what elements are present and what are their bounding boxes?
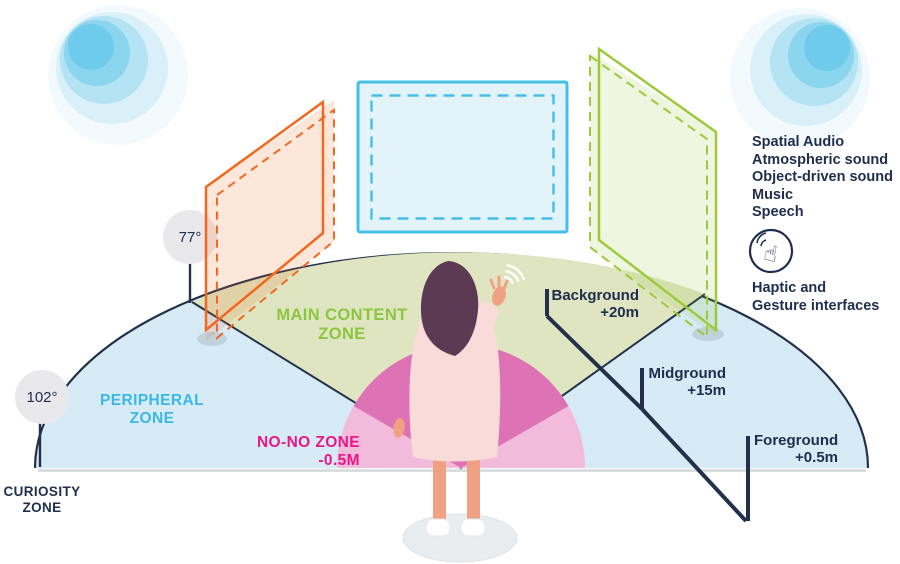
sound-ripple-icon-left bbox=[48, 5, 188, 145]
angle-badge-77: 77° bbox=[163, 210, 217, 303]
person-hair bbox=[420, 261, 479, 356]
vertical-fov-value: 77° bbox=[179, 229, 202, 246]
horizontal-fov-value: 102° bbox=[26, 389, 57, 406]
audio-item: Music bbox=[752, 186, 794, 203]
label-peripheral-zone: PERIPHERAL ZONE bbox=[100, 392, 204, 428]
audio-item: Speech bbox=[752, 204, 804, 220]
label-no-no-zone: NO-NO ZONE -0.5M bbox=[256, 434, 360, 470]
label-main-content-zone: MAIN CONTENT ZONE bbox=[276, 306, 408, 344]
person-figure bbox=[393, 261, 525, 563]
sound-ripple-icon-right bbox=[730, 8, 870, 148]
angle-badge-102: 102° bbox=[15, 370, 69, 467]
label-background-depth: Background +20m bbox=[551, 287, 639, 321]
label-foreground-depth: Foreground +0.5m bbox=[754, 432, 839, 466]
label-curiosity-zone: CURIOSITY ZONE bbox=[3, 484, 81, 515]
audio-item: Atmospheric sound bbox=[752, 151, 889, 168]
audio-feature-list: Spatial Audio Atmospheric sound Object-d… bbox=[752, 134, 900, 222]
screen-panel-left bbox=[197, 99, 335, 346]
haptic-caption: Haptic and Gesture interfaces bbox=[752, 280, 880, 314]
haptic-gesture-icon: ☝ bbox=[748, 228, 794, 274]
depth-leader-lines bbox=[545, 289, 750, 523]
screen-panel-right bbox=[589, 46, 724, 341]
label-midground-depth: Midground +15m bbox=[648, 365, 726, 399]
screen-panel-center bbox=[356, 80, 569, 234]
wave-gesture-arcs bbox=[504, 264, 525, 285]
audio-item: Spatial Audio bbox=[752, 134, 845, 150]
audio-item: Object-driven sound bbox=[752, 169, 893, 185]
tap-hand-glyph: ☝ bbox=[762, 241, 780, 268]
